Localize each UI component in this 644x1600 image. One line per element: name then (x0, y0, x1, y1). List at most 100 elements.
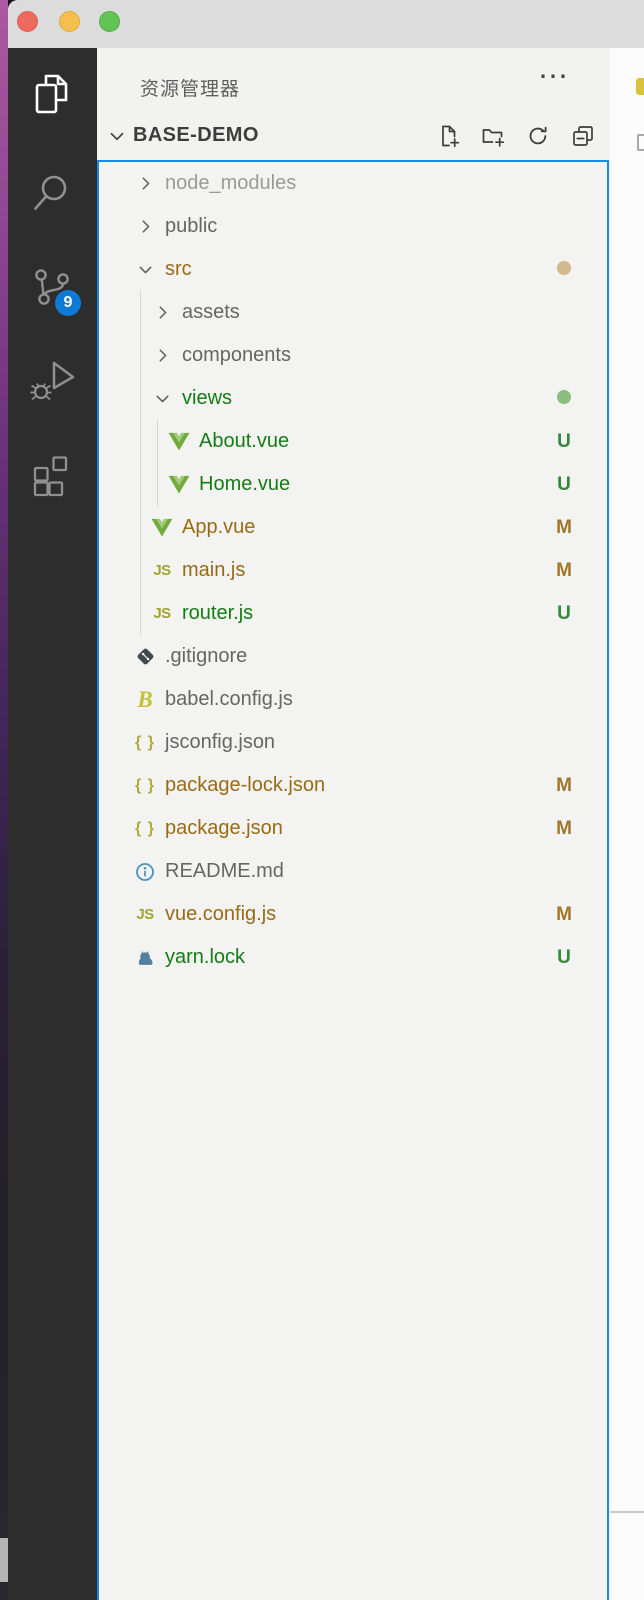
tree-item-assets[interactable]: assets (99, 291, 607, 334)
git-status-badge: M (556, 517, 572, 538)
zoom-button[interactable] (99, 11, 120, 32)
tree-item-label: yarn.lock (165, 946, 246, 968)
tree-item-label: node_modules (165, 172, 297, 194)
new-file-icon[interactable] (435, 123, 461, 149)
git-status-badge: U (557, 947, 571, 968)
tree-item-node-modules[interactable]: node_modules (99, 162, 607, 205)
js-icon: JS (136, 906, 154, 923)
info-icon (132, 862, 158, 882)
section-header-base-demo[interactable]: BASE-DEMO (97, 112, 610, 160)
tree-item--gitignore[interactable]: .gitignore (99, 635, 607, 678)
minimize-button[interactable] (59, 11, 80, 32)
babel-icon: B (137, 687, 153, 712)
close-button[interactable] (17, 11, 38, 32)
collapse-all-icon[interactable] (570, 123, 596, 149)
yarn-icon (132, 948, 158, 967)
tree-item-label: vue.config.js (165, 903, 277, 925)
tree-item-label: .gitignore (165, 645, 248, 667)
chevron-right-icon (132, 216, 158, 237)
explorer-sidebar: 资源管理器 ⋯ BASE-DEMO (97, 48, 610, 1600)
more-actions-icon[interactable]: ⋯ (538, 60, 570, 93)
indent-guide (157, 420, 158, 506)
git-icon (132, 647, 158, 666)
js-icon: JS (153, 605, 171, 622)
tree-item-label: babel.config.js (165, 688, 293, 710)
git-status-dot-badge (551, 248, 577, 291)
tree-item-label: README.md (165, 860, 284, 882)
tree-item-label: jsconfig.json (165, 731, 276, 753)
tree-item-label: views (182, 387, 233, 409)
tree-item-label: public (165, 215, 218, 237)
git-status-badge: M (556, 775, 572, 796)
tree-item-label: router.js (182, 602, 254, 624)
tree-item-label: package-lock.json (165, 774, 326, 796)
tree-item-src[interactable]: src (99, 248, 607, 291)
git-status-badge: U (557, 431, 571, 452)
chevron-down-icon (132, 259, 158, 280)
js-icon: JS (153, 562, 171, 579)
json-icon: { } (135, 820, 155, 837)
tree-item-router-js[interactable]: JS router.js U (99, 592, 607, 635)
editor-area (610, 48, 644, 1600)
editor-divider-line (610, 1511, 644, 1513)
tree-item-label: App.vue (182, 516, 256, 538)
desktop-background-strip (0, 0, 8, 1600)
tree-item-app-vue[interactable]: App.vue M (99, 506, 607, 549)
tree-item-vue-config-js[interactable]: JS vue.config.js M (99, 893, 607, 936)
tree-item-label: components (182, 344, 291, 366)
clipped-editor-glyph (637, 134, 644, 151)
source-control-badge: 9 (55, 290, 81, 316)
tree-item-package-json[interactable]: { } package.json M (99, 807, 607, 850)
json-icon: { } (135, 777, 155, 794)
extensions-icon[interactable] (26, 445, 78, 497)
tree-item-components[interactable]: components (99, 334, 607, 377)
git-status-badge: U (557, 474, 571, 495)
run-debug-icon[interactable] (26, 355, 78, 407)
chevron-down-icon (149, 388, 175, 409)
tree-item-views[interactable]: views (99, 377, 607, 420)
tree-item-readme-md[interactable]: README.md (99, 850, 607, 893)
explorer-icon[interactable] (26, 69, 78, 121)
desktop-background-notch (0, 1538, 8, 1582)
sidebar-title: 资源管理器 (140, 79, 241, 100)
json-icon: { } (135, 734, 155, 751)
tree-item-label: src (165, 258, 192, 280)
tree-item-label: About.vue (199, 430, 290, 452)
vue-icon (166, 475, 192, 494)
chevron-down-icon (106, 125, 128, 152)
git-status-badge: M (556, 904, 572, 925)
tree-item-about-vue[interactable]: About.vue U (99, 420, 607, 463)
tree-item-label: main.js (182, 559, 246, 581)
tree-item-label: assets (182, 301, 240, 323)
new-folder-icon[interactable] (480, 123, 506, 149)
tree-item-package-lock-json[interactable]: { } package-lock.json M (99, 764, 607, 807)
refresh-icon[interactable] (525, 123, 551, 149)
search-icon[interactable] (26, 167, 78, 219)
git-status-dot-badge (551, 377, 577, 420)
tree-item-label: Home.vue (199, 473, 291, 495)
tree-item-home-vue[interactable]: Home.vue U (99, 463, 607, 506)
activity-bar: 9 (8, 48, 97, 1600)
vue-icon (149, 518, 175, 537)
source-control-icon[interactable] (26, 262, 78, 314)
tree-item-public[interactable]: public (99, 205, 607, 248)
vue-icon (166, 432, 192, 451)
git-status-badge: U (557, 603, 571, 624)
indent-guide (140, 291, 141, 635)
sidebar-header: 资源管理器 ⋯ (97, 48, 610, 112)
tree-item-jsconfig-json[interactable]: { } jsconfig.json (99, 721, 607, 764)
chevron-right-icon (149, 302, 175, 323)
titlebar (8, 0, 644, 49)
clipped-tab-icon (636, 78, 644, 95)
section-actions (435, 123, 596, 149)
tree-item-yarn-lock[interactable]: yarn.lock U (99, 936, 607, 979)
chevron-right-icon (149, 345, 175, 366)
tree-item-label: package.json (165, 817, 283, 839)
project-name: BASE-DEMO (133, 124, 259, 146)
git-status-badge: M (556, 818, 572, 839)
vscode-window: 9 资源管理器 ⋯ (8, 0, 644, 1600)
